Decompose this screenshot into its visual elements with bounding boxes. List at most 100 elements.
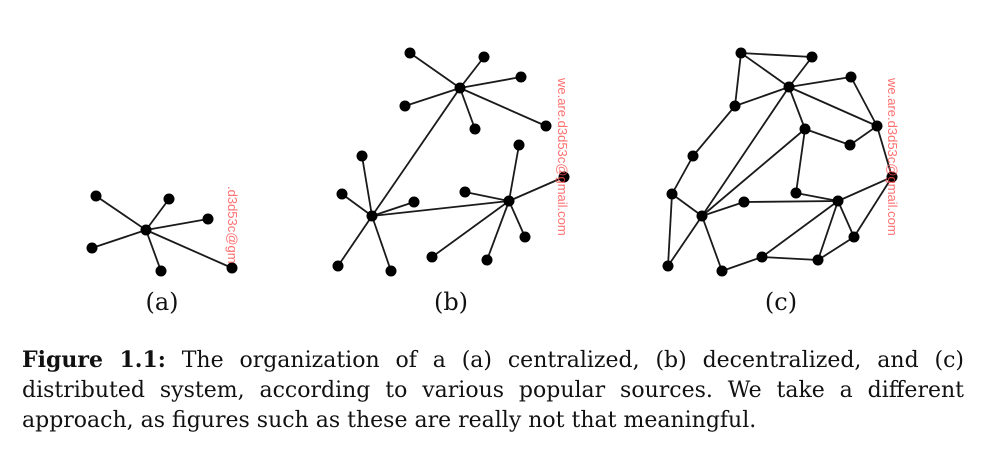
edge — [850, 76, 878, 127]
edge — [740, 52, 813, 58]
edge — [459, 87, 476, 130]
node — [886, 171, 898, 183]
edge — [464, 191, 510, 202]
node — [356, 150, 368, 162]
edge — [459, 76, 522, 89]
node — [806, 51, 818, 63]
edge — [371, 87, 461, 217]
edge — [876, 125, 893, 178]
edge — [853, 176, 893, 238]
edge — [701, 86, 790, 217]
edge — [145, 229, 162, 272]
node — [513, 139, 525, 151]
node — [366, 210, 378, 222]
network-diagrams: (a) (b) (c) .d3d53c@gm we.are.d3d53c@gma… — [86, 47, 900, 316]
node — [399, 100, 411, 112]
edge — [837, 200, 855, 238]
node — [696, 210, 708, 222]
edge — [701, 215, 723, 272]
edge — [459, 56, 485, 89]
node — [832, 195, 844, 207]
edge — [817, 200, 839, 261]
edge — [734, 86, 790, 107]
edge — [145, 229, 233, 269]
edge — [671, 193, 703, 217]
node — [226, 262, 238, 274]
node — [558, 171, 570, 183]
edge — [849, 125, 878, 146]
edge — [361, 155, 373, 217]
node — [540, 120, 552, 132]
edge — [701, 128, 806, 217]
edge — [740, 52, 790, 88]
node — [478, 51, 490, 63]
node — [202, 213, 214, 225]
edge — [734, 52, 742, 107]
edge — [404, 87, 461, 107]
edge — [788, 86, 878, 127]
node — [735, 47, 747, 59]
edge — [431, 200, 510, 258]
node — [845, 71, 857, 83]
edge — [837, 176, 893, 202]
node — [729, 100, 741, 112]
node — [799, 123, 811, 135]
node — [783, 81, 795, 93]
edge — [145, 218, 209, 231]
node — [404, 47, 416, 59]
edge — [459, 87, 547, 127]
edge — [409, 52, 461, 89]
node — [848, 231, 860, 243]
edge — [788, 86, 806, 130]
edge — [743, 200, 839, 203]
edge — [371, 215, 392, 272]
node — [871, 120, 883, 132]
node — [756, 251, 768, 263]
edge — [508, 200, 526, 238]
edge — [761, 256, 819, 261]
node — [666, 188, 678, 200]
node — [503, 195, 515, 207]
panel-c-label: (c) — [765, 288, 797, 316]
node — [155, 265, 167, 277]
edge — [788, 56, 813, 88]
node — [481, 254, 493, 266]
edge — [371, 200, 510, 217]
panel-c-distributed — [662, 47, 898, 277]
node — [519, 231, 531, 243]
node — [385, 265, 397, 277]
edge — [508, 144, 520, 202]
figure-caption: Figure 1.1: The organization of a (a) ce… — [22, 345, 964, 436]
panel-a-centralized — [86, 190, 238, 277]
panel-b-label: (b) — [434, 288, 468, 316]
edge — [667, 193, 673, 267]
edge — [795, 192, 839, 202]
edge — [145, 198, 170, 231]
node — [332, 260, 344, 272]
edge — [761, 200, 839, 258]
panel-a-label: (a) — [145, 288, 178, 316]
node — [687, 150, 699, 162]
edge — [508, 176, 565, 202]
caption-label: Figure 1.1: — [22, 347, 166, 373]
node — [662, 260, 674, 272]
caption-text: The organization of a (a) centralized, (… — [22, 348, 965, 433]
edge — [341, 193, 373, 217]
node — [163, 193, 175, 205]
node — [459, 186, 471, 198]
node — [716, 265, 728, 277]
node — [408, 196, 420, 208]
edge — [486, 200, 510, 261]
node — [469, 123, 481, 135]
node — [140, 224, 152, 236]
watermark-b: we.are.d3d53c@gmail.com — [555, 77, 570, 236]
watermark-a: .d3d53c@gm — [225, 186, 240, 264]
panel-b-decentralized — [332, 47, 570, 277]
edge — [721, 256, 763, 272]
edge — [671, 155, 694, 195]
watermark-c: we.are.d3d53c@gmail.com — [885, 77, 900, 236]
edge — [371, 201, 415, 217]
edge — [91, 229, 147, 249]
edge — [817, 236, 855, 261]
node — [336, 188, 348, 200]
